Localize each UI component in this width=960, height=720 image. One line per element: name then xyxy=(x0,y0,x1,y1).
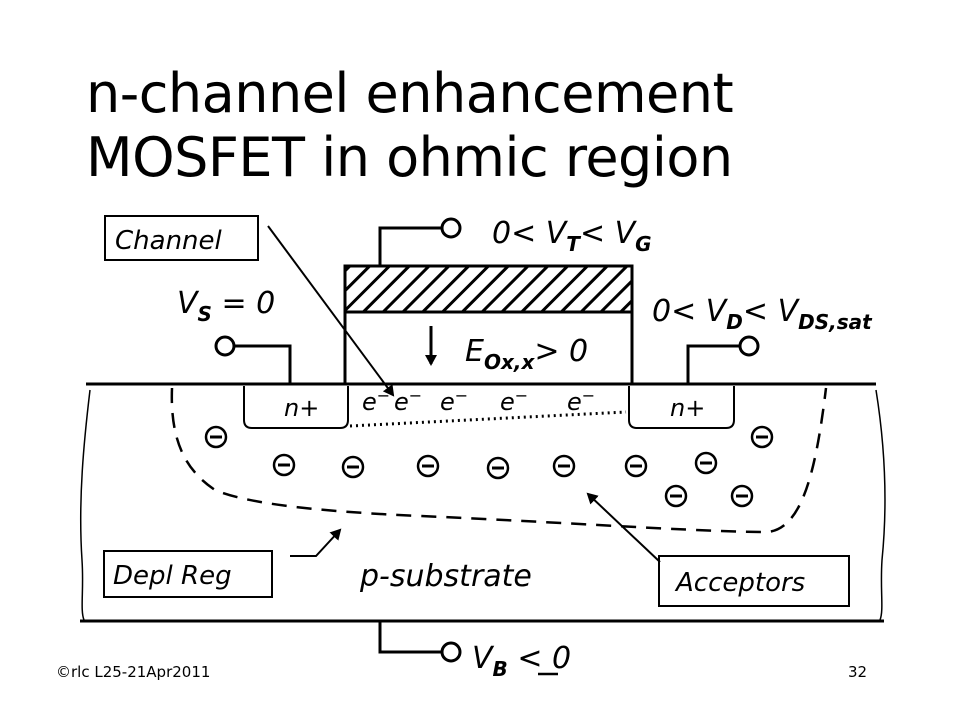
acceptors-callout-box xyxy=(658,555,850,607)
depletion-boundary xyxy=(170,387,828,534)
electron: e− xyxy=(500,386,528,416)
n-plus-well-right xyxy=(628,386,735,429)
bulk-terminal xyxy=(378,621,462,663)
acceptor-ion xyxy=(694,451,718,475)
acceptor-ion xyxy=(204,425,228,449)
depl-callout-label: Depl Reg xyxy=(113,561,232,591)
acceptor-ion xyxy=(486,456,510,480)
acceptor-ion xyxy=(730,484,754,508)
electron-row: e− e− e− e− e− xyxy=(362,386,595,416)
gate-condition: 0< VT< VG xyxy=(492,216,652,256)
title-line-1: n-channel enhancement xyxy=(86,62,734,125)
electron: e− xyxy=(440,386,468,416)
bulk-condition: VB < 0 xyxy=(472,641,571,681)
footer-credit: ©rlc L25-21Apr2011 xyxy=(56,663,211,681)
gate-electrode xyxy=(343,264,634,314)
oxide-field-label: EOx,x> 0 xyxy=(465,334,588,374)
acceptor-ion xyxy=(272,453,296,477)
acceptor-ion xyxy=(552,454,576,478)
substrate-label: p-substrate xyxy=(359,559,532,594)
electron: e− xyxy=(394,386,422,416)
acceptor-ion xyxy=(750,425,774,449)
acceptor-ions xyxy=(204,425,774,508)
slide-title: n-channel enhancement MOSFET in ohmic re… xyxy=(86,62,926,190)
acceptors-callout-label: Acceptors xyxy=(674,568,805,598)
title-line-2: MOSFET in ohmic region xyxy=(86,126,733,189)
acceptors-callout-arrow xyxy=(586,492,661,563)
gate-oxide xyxy=(343,310,634,386)
gate-terminal xyxy=(378,217,462,266)
depl-callout-arrow xyxy=(290,528,342,557)
channel-callout-box xyxy=(104,215,259,261)
page-number: 32 xyxy=(848,663,868,681)
source-terminal xyxy=(214,335,292,384)
channel-callout-label: Channel xyxy=(115,226,223,256)
channel-boundary xyxy=(349,410,627,428)
n-plus-well-left xyxy=(243,386,349,429)
acceptor-ion xyxy=(664,484,688,508)
electron: e− xyxy=(362,386,390,416)
depl-callout-box xyxy=(103,550,273,598)
acceptor-ion xyxy=(416,454,440,478)
source-condition: VS = 0 xyxy=(177,286,275,326)
electron: e− xyxy=(567,386,595,416)
channel-callout-arrow xyxy=(267,225,395,397)
drain-terminal xyxy=(686,335,760,384)
acceptor-ion xyxy=(624,454,648,478)
n-plus-right-label: n+ xyxy=(670,394,705,422)
acceptor-ion xyxy=(341,455,365,479)
drain-condition: 0< VD< VDS,sat xyxy=(652,294,873,334)
n-plus-left-label: n+ xyxy=(284,394,319,422)
